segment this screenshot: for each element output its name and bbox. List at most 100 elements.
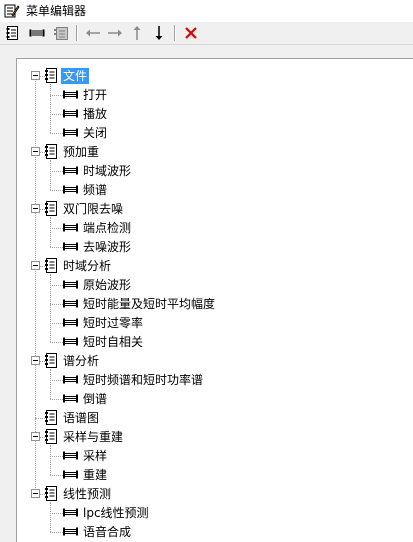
arrow-down-icon: [155, 26, 163, 40]
tree-connector: [50, 228, 63, 229]
tree-connector: [50, 217, 51, 247]
tree-connector: [50, 190, 63, 191]
tree-connector: [50, 342, 63, 343]
tree-item[interactable]: 短时自相关: [63, 332, 145, 351]
tree-item[interactable]: 原始波形: [63, 275, 133, 294]
tree-item-label: 短时自相关: [83, 334, 144, 349]
collapse-toggle[interactable]: [31, 204, 40, 213]
menu-doc-icon: [45, 144, 57, 159]
tree-item[interactable]: 采样: [63, 446, 109, 465]
add-item-button[interactable]: [28, 24, 46, 42]
move-left-button[interactable]: [84, 24, 102, 42]
tree-item-label: 短时频谱和短时功率谱: [83, 372, 204, 387]
tree-item-label: 短时能量及短时平均幅度: [83, 296, 216, 311]
tree-item-label: lpc线性预测: [83, 505, 149, 520]
tree-connector: [50, 160, 51, 190]
collapse-toggle[interactable]: [31, 261, 40, 270]
add-menu-button[interactable]: [4, 24, 22, 42]
tree-item-label: 语音合成: [83, 524, 132, 539]
tree-item[interactable]: 短时过零率: [63, 313, 145, 332]
tree-node[interactable]: 时域分析: [45, 256, 113, 275]
tree-item-label: 短时过零率: [83, 315, 144, 330]
tree-node[interactable]: 文件: [45, 66, 91, 85]
menu-doc-icon: [45, 258, 57, 273]
collapse-toggle[interactable]: [31, 356, 40, 365]
tree-item[interactable]: 端点检测: [63, 218, 133, 237]
tree-item[interactable]: 短时频谱和短时功率谱: [63, 370, 205, 389]
collapse-toggle[interactable]: [31, 489, 40, 498]
menu-doc-icon: [45, 410, 57, 425]
menu-item-icon: [63, 242, 78, 251]
toolbar-separator-2: [174, 25, 176, 41]
tree-connector: [35, 361, 45, 362]
add-submenu-button[interactable]: [52, 24, 70, 42]
tree-connector: [50, 304, 63, 305]
menu-item-icon: [63, 337, 78, 346]
menu-item-icon: [63, 527, 78, 536]
tree-connector: [35, 266, 45, 267]
tree-item-label: 原始波形: [83, 277, 132, 292]
tree-connector: [50, 95, 63, 96]
menu-item-icon: [63, 451, 78, 460]
tree-item[interactable]: 打开: [63, 85, 109, 104]
menu-doc-icon: [45, 353, 57, 368]
tree-item-label: 采样: [83, 448, 108, 463]
tree-item[interactable]: 重建: [63, 465, 109, 484]
menu-item-icon: [63, 470, 78, 479]
collapse-toggle[interactable]: [31, 432, 40, 441]
toolbar-separator: [76, 25, 78, 41]
menu-item-icon: [63, 128, 78, 137]
collapse-toggle[interactable]: [31, 147, 40, 156]
arrow-up-icon: [133, 26, 141, 40]
menu-doc-icon: [45, 486, 57, 501]
tree-item-label: 时域波形: [83, 163, 132, 178]
tree-connector: [50, 513, 63, 514]
move-down-button[interactable]: [150, 24, 168, 42]
tree-node[interactable]: 采样与重建: [45, 427, 125, 446]
tree-item[interactable]: 语音合成: [63, 522, 133, 541]
tree-connector: [35, 76, 36, 494]
tree-node[interactable]: 线性预测: [45, 484, 113, 503]
tree-node[interactable]: 预加重: [45, 142, 101, 161]
tree-connector: [50, 456, 63, 457]
submenu-icon: [54, 27, 68, 40]
tree-item[interactable]: 去噪波形: [63, 237, 133, 256]
tree-connector: [50, 369, 51, 399]
move-right-button[interactable]: [106, 24, 124, 42]
tree-node[interactable]: 谱分析: [45, 351, 101, 370]
menu-item-icon: [63, 299, 78, 308]
menu-item-icon: [63, 280, 78, 289]
tree-node-label: 时域分析: [63, 258, 112, 273]
tree-node-label: 双门限去噪: [63, 201, 124, 216]
tree-item[interactable]: 频谱: [63, 180, 109, 199]
tree-item[interactable]: 时域波形: [63, 161, 133, 180]
tree-connector: [50, 380, 63, 381]
tree-connector: [50, 475, 63, 476]
toolbar: [0, 22, 413, 45]
tree-connector: [35, 209, 45, 210]
tree-item[interactable]: 倒谱: [63, 389, 109, 408]
tree-node[interactable]: 语谱图: [45, 408, 101, 427]
tree-item[interactable]: 关闭: [63, 123, 109, 142]
collapse-toggle[interactable]: [31, 71, 40, 80]
tree-node-label: 谱分析: [63, 353, 100, 368]
tree-node[interactable]: 双门限去噪: [45, 199, 125, 218]
tree-item[interactable]: lpc线性预测: [63, 503, 151, 522]
menu-tree[interactable]: 文件打开播放关闭预加重时域波形频谱双门限去噪端点检测去噪波形时域分析原始波形短时…: [16, 58, 413, 542]
tree-item[interactable]: 短时能量及短时平均幅度: [63, 294, 217, 313]
tree-connector: [50, 247, 63, 248]
tree-item-label: 关闭: [83, 125, 108, 140]
tree-connector: [50, 114, 63, 115]
title-bar: 菜单编辑器: [0, 0, 413, 22]
menu-item-icon: [63, 375, 78, 384]
menu-item-icon: [63, 508, 78, 517]
delete-button[interactable]: [182, 24, 200, 42]
tree-connector: [35, 418, 45, 419]
menu-item-icon: [63, 109, 78, 118]
tree-item[interactable]: 播放: [63, 104, 109, 123]
menu-doc-icon: [45, 201, 57, 216]
item-icon: [29, 29, 45, 37]
move-up-button[interactable]: [128, 24, 146, 42]
tree-connector: [50, 274, 51, 342]
